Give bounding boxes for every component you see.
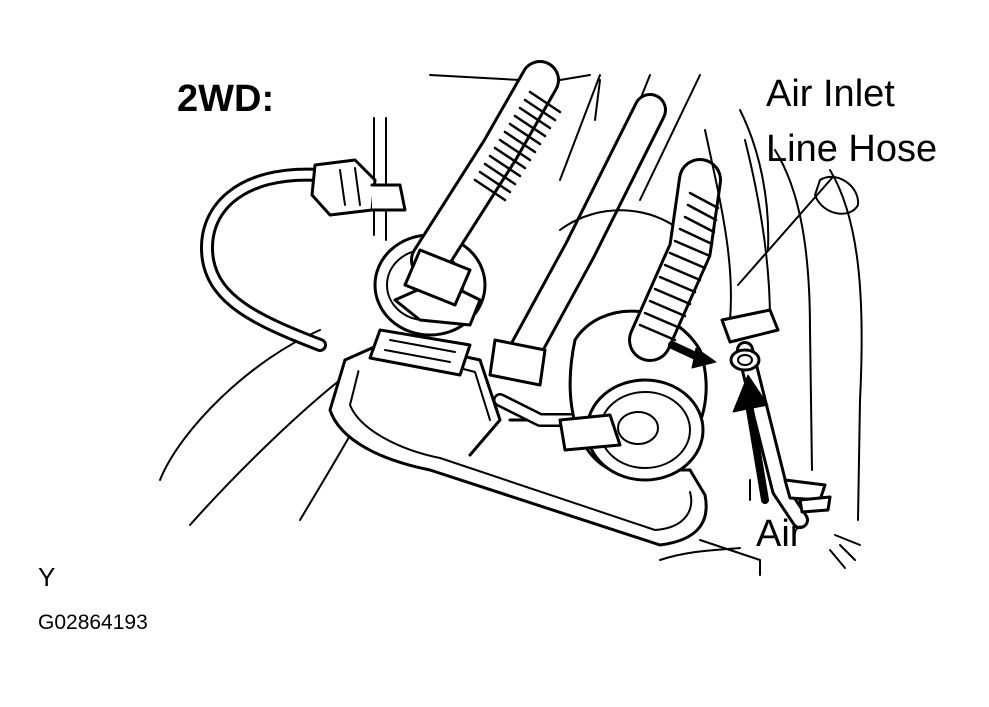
callout-air: Air <box>756 513 803 555</box>
figure-id: G02864193 <box>38 611 148 634</box>
right-vsv <box>558 209 708 482</box>
wiring-harness-loop <box>200 158 407 352</box>
corrugated-hose <box>403 60 601 307</box>
air-flow-arrow <box>732 374 769 504</box>
reference-code: Y <box>38 562 56 592</box>
air-inlet-hose-leader <box>737 177 833 286</box>
callout-air-inlet-line-hose-line2: Line Hose <box>766 128 938 170</box>
right-corrugated-hose <box>628 158 722 362</box>
callout-air-inlet-line-hose-line1: Air Inlet <box>766 73 895 115</box>
diagram-title: 2WD: <box>177 78 275 120</box>
disconnect-arrow <box>668 341 717 369</box>
